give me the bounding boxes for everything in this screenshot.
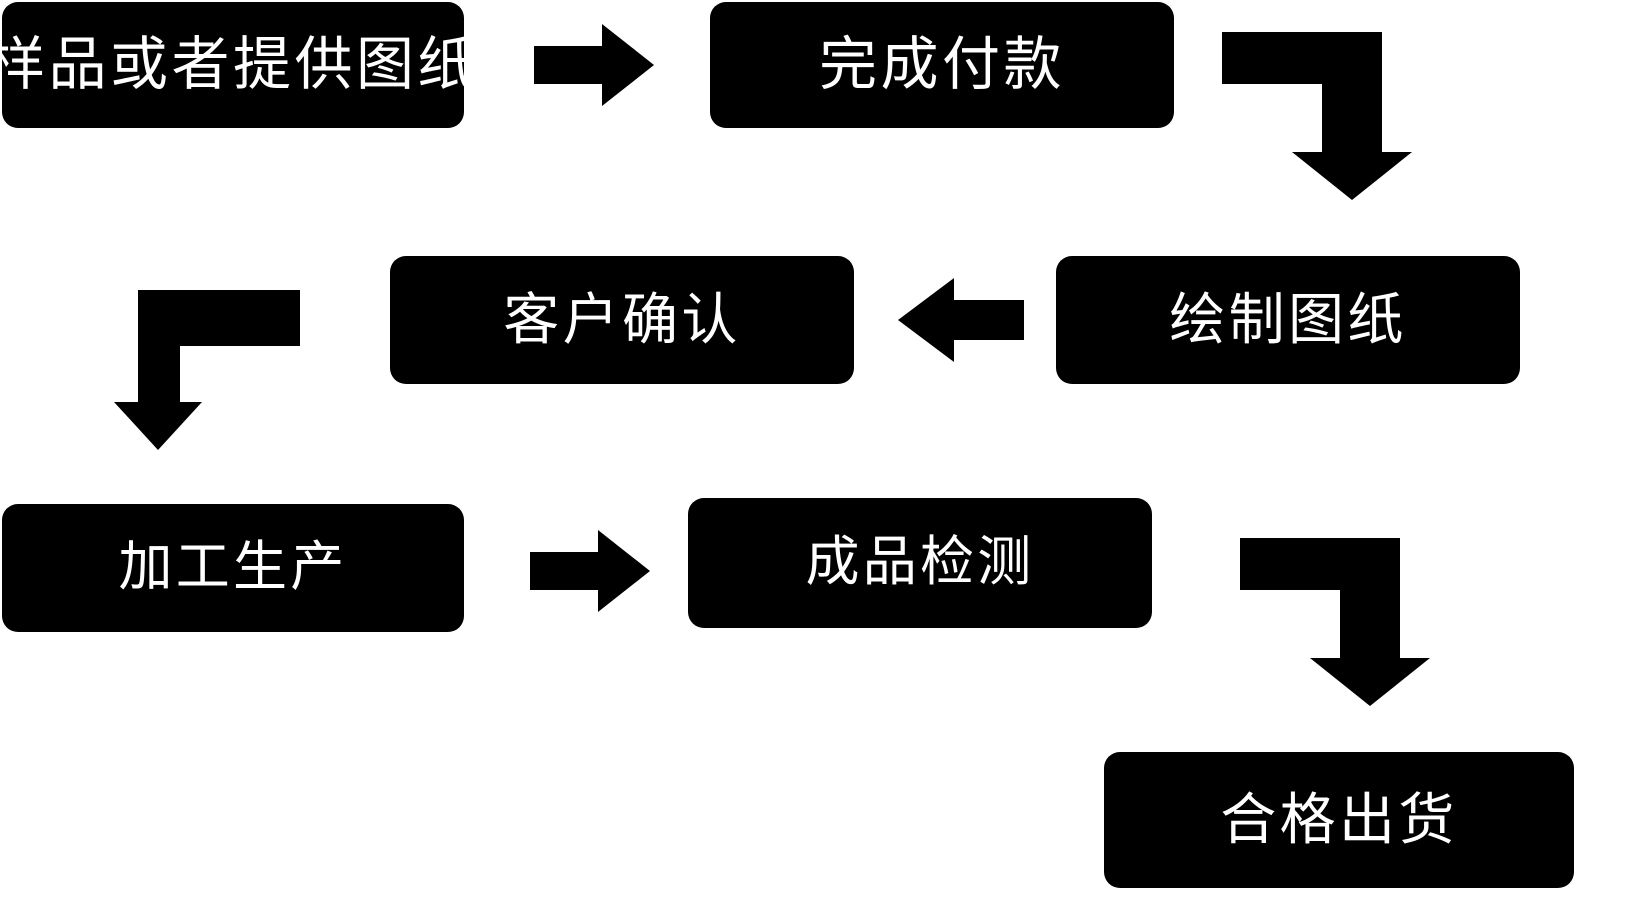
flow-node-inspection[interactable]: 成品检测 [688,498,1152,628]
flow-node-label: 完成付款 [819,32,1065,98]
elbow-arrow-left-down-icon [114,290,300,450]
flow-node-shipment[interactable]: 合格出货 [1104,752,1574,888]
elbow-arrow-right-down-icon [1222,32,1412,200]
flow-node-sample[interactable]: 样品或者提供图纸 [0,2,475,128]
elbow-arrow-right-down-icon [1240,538,1430,706]
flow-node-label: 加工生产 [118,537,348,598]
arrow-left-icon [898,278,1024,362]
flow-node-label: 样品或者提供图纸 [0,32,479,98]
flow-node-payment[interactable]: 完成付款 [710,2,1174,128]
flow-node-label: 客户确认 [503,288,741,352]
flow-node-label: 绘制图纸 [1169,288,1407,352]
flow-node-production[interactable]: 加工生产 [2,504,464,632]
flow-node-label: 合格出货 [1220,788,1458,852]
arrow-right-icon [534,24,654,106]
flow-node-confirm[interactable]: 客户确认 [390,256,854,384]
arrow-right-icon [530,530,650,612]
flow-node-label: 成品检测 [805,532,1035,593]
flow-node-drawing[interactable]: 绘制图纸 [1056,256,1520,384]
